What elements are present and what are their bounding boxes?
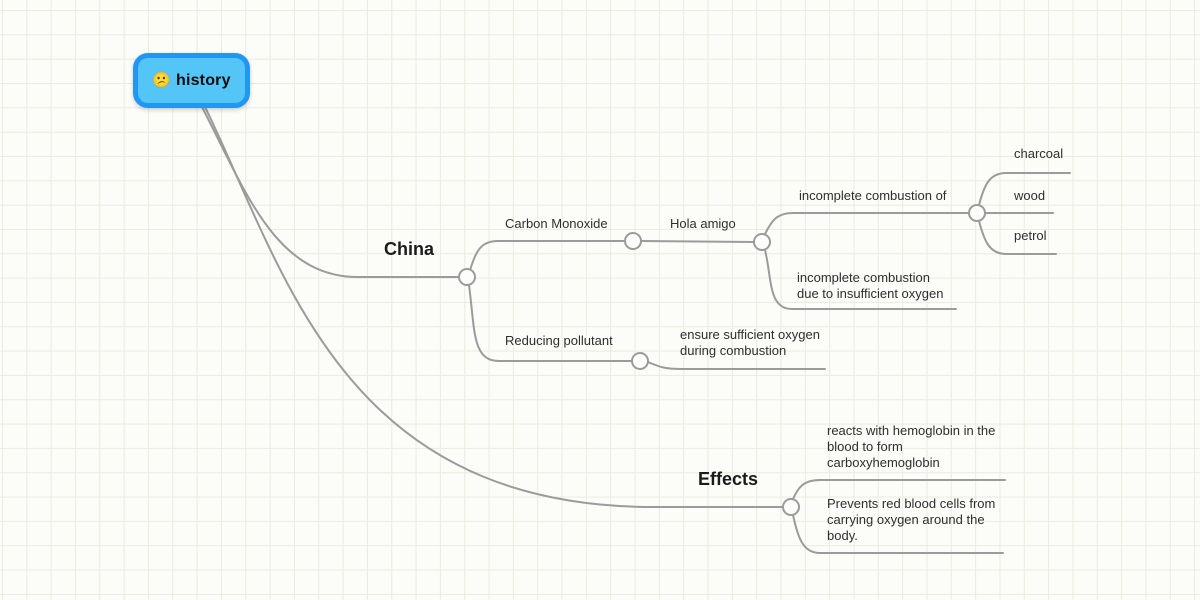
connector-hola-amigo[interactable] <box>753 233 771 251</box>
root-node-history[interactable]: 😕 history <box>133 53 250 108</box>
node-hola-amigo[interactable]: Hola amigo <box>670 216 736 231</box>
edge-of-petrol <box>978 220 1057 255</box>
node-prevents-red-cells[interactable]: Prevents red blood cells from carrying o… <box>827 496 996 543</box>
edge-of-charcoal <box>978 172 1071 206</box>
confused-face-emoji: 😕 <box>152 72 171 89</box>
root-node-label: history <box>175 71 231 89</box>
node-reducing-pollutant[interactable]: Reducing pollutant <box>505 333 613 348</box>
edge-effects-prevents <box>792 514 1004 554</box>
edge-carbon-monoxide-hola-amigo <box>640 240 755 243</box>
node-effects[interactable]: Effects <box>698 469 759 489</box>
connector-china[interactable] <box>458 268 476 286</box>
connector-effects[interactable] <box>782 498 800 516</box>
edge-hola-incomplete-of <box>764 212 970 235</box>
node-incomplete-combustion-due[interactable]: incomplete combustion due to insufficien… <box>797 270 944 301</box>
edge-effects-reacts <box>792 479 1006 500</box>
node-incomplete-combustion-of[interactable]: incomplete combustion of <box>799 188 947 203</box>
node-charcoal[interactable]: charcoal <box>1014 146 1064 161</box>
edge-china-carbon-monoxide <box>469 240 626 271</box>
connector-incomplete-of[interactable] <box>968 204 986 222</box>
node-petrol[interactable]: petrol <box>1014 228 1047 243</box>
node-wood[interactable]: wood <box>1014 188 1046 203</box>
edge-reducing-ensure-oxygen <box>647 361 826 370</box>
edge-root-effects <box>204 106 784 508</box>
node-ensure-oxygen[interactable]: ensure sufficient oxygen during combusti… <box>680 327 820 358</box>
edge-china-reducing-pollutant <box>468 284 633 362</box>
node-carbon-monoxide[interactable]: Carbon Monoxide <box>505 216 608 231</box>
edge-hola-incomplete-due <box>764 249 957 310</box>
node-reacts-hemoglobin[interactable]: reacts with hemoglobin in the blood to f… <box>827 423 996 470</box>
edge-root-china <box>201 106 460 278</box>
connector-carbon-monoxide[interactable] <box>624 232 642 250</box>
node-china[interactable]: China <box>384 239 435 259</box>
connector-reducing-pollutant[interactable] <box>631 352 649 370</box>
